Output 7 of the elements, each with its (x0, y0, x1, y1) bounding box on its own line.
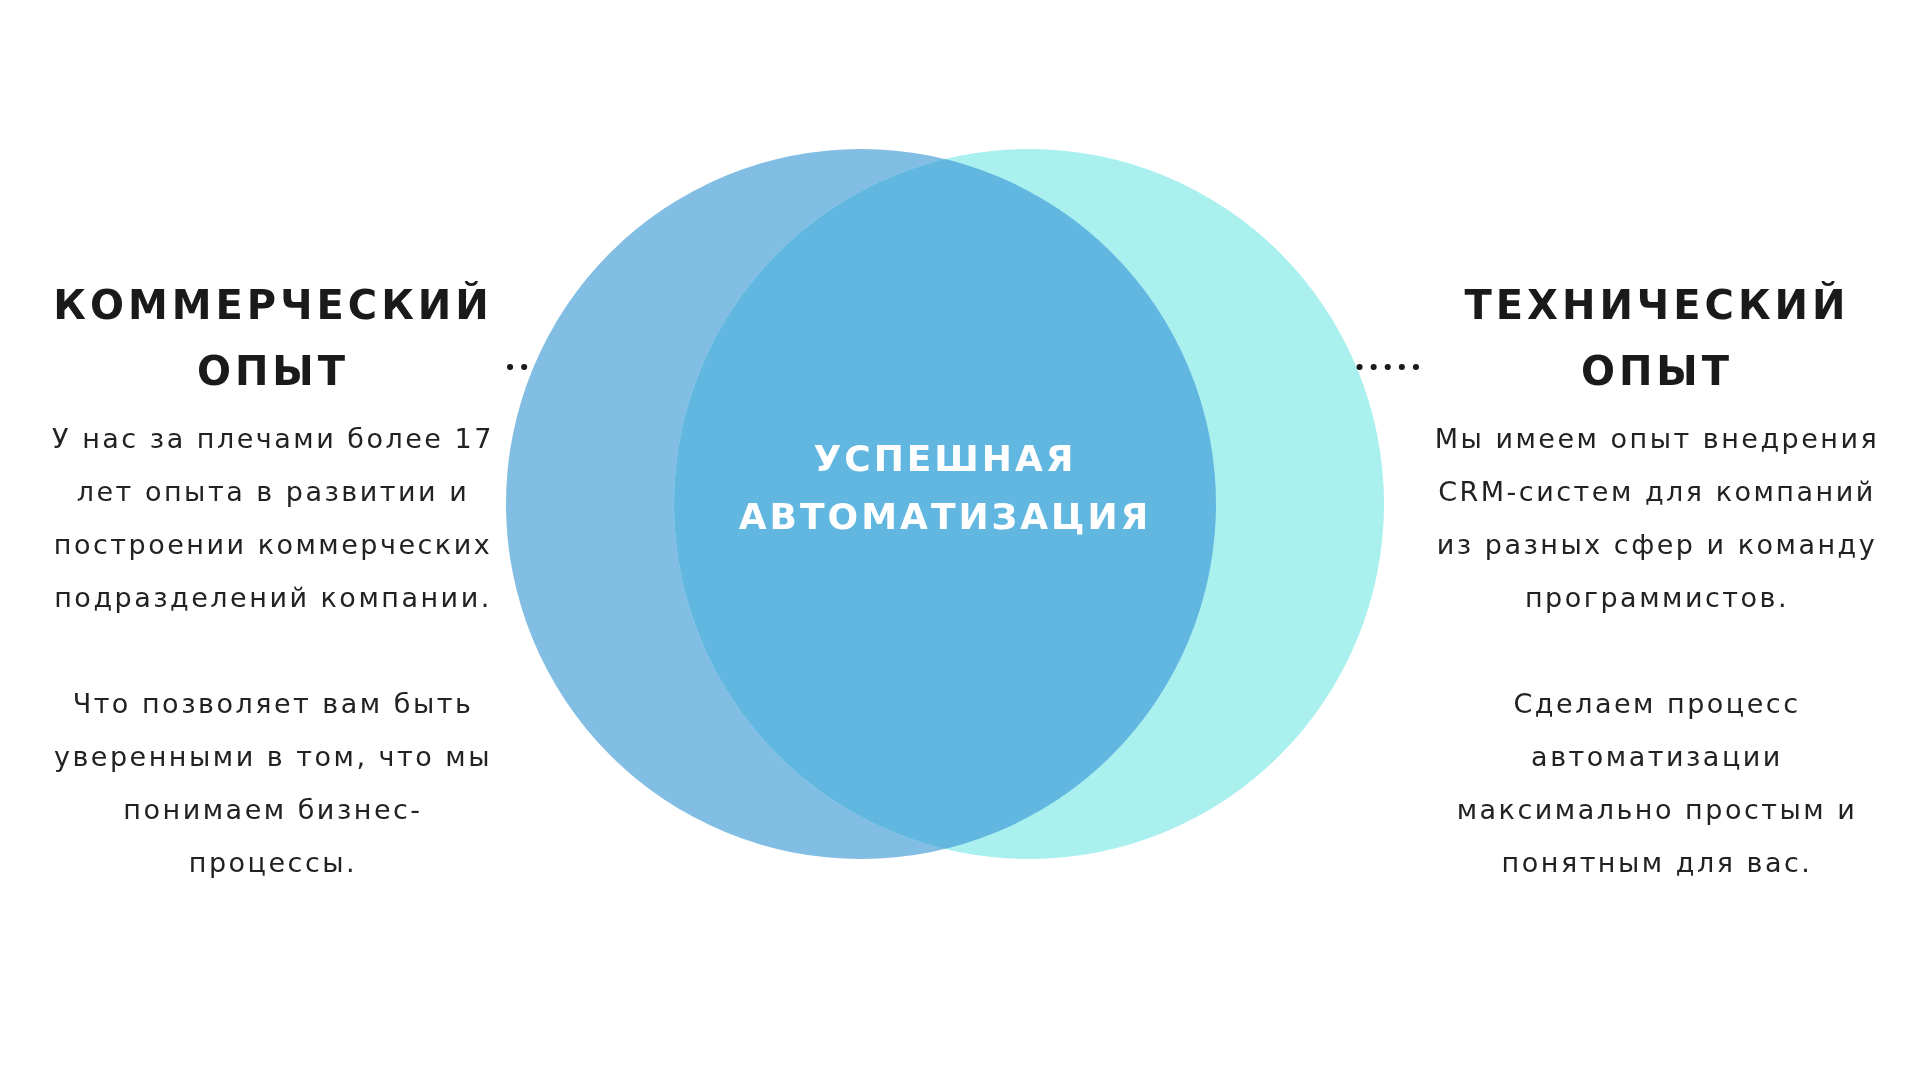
center-label: УСПЕШНАЯ АВТОМАТИЗАЦИЯ (737, 437, 1153, 539)
paragraph: У нас за плечами более 17 лет опыта в развитии и построении коммерческих подразделений компании. (51, 422, 495, 615)
paragraph: Что позволяет вам быть уверенными в том, что мы понимаем бизнес-процессы. (52, 687, 494, 880)
paragraph: Сделаем процесс автоматизации максимально простым и понятным для вас. (1455, 687, 1859, 880)
heading: ТЕХНИЧЕСКИЙ ОПЫТ (1463, 280, 1851, 396)
heading: КОММЕРЧЕСКИЙ ОПЫТ (52, 280, 494, 396)
paragraph: Мы имеем опыт внедрения CRM-систем для компаний из разных сфер и команду программистов. (1433, 422, 1881, 615)
